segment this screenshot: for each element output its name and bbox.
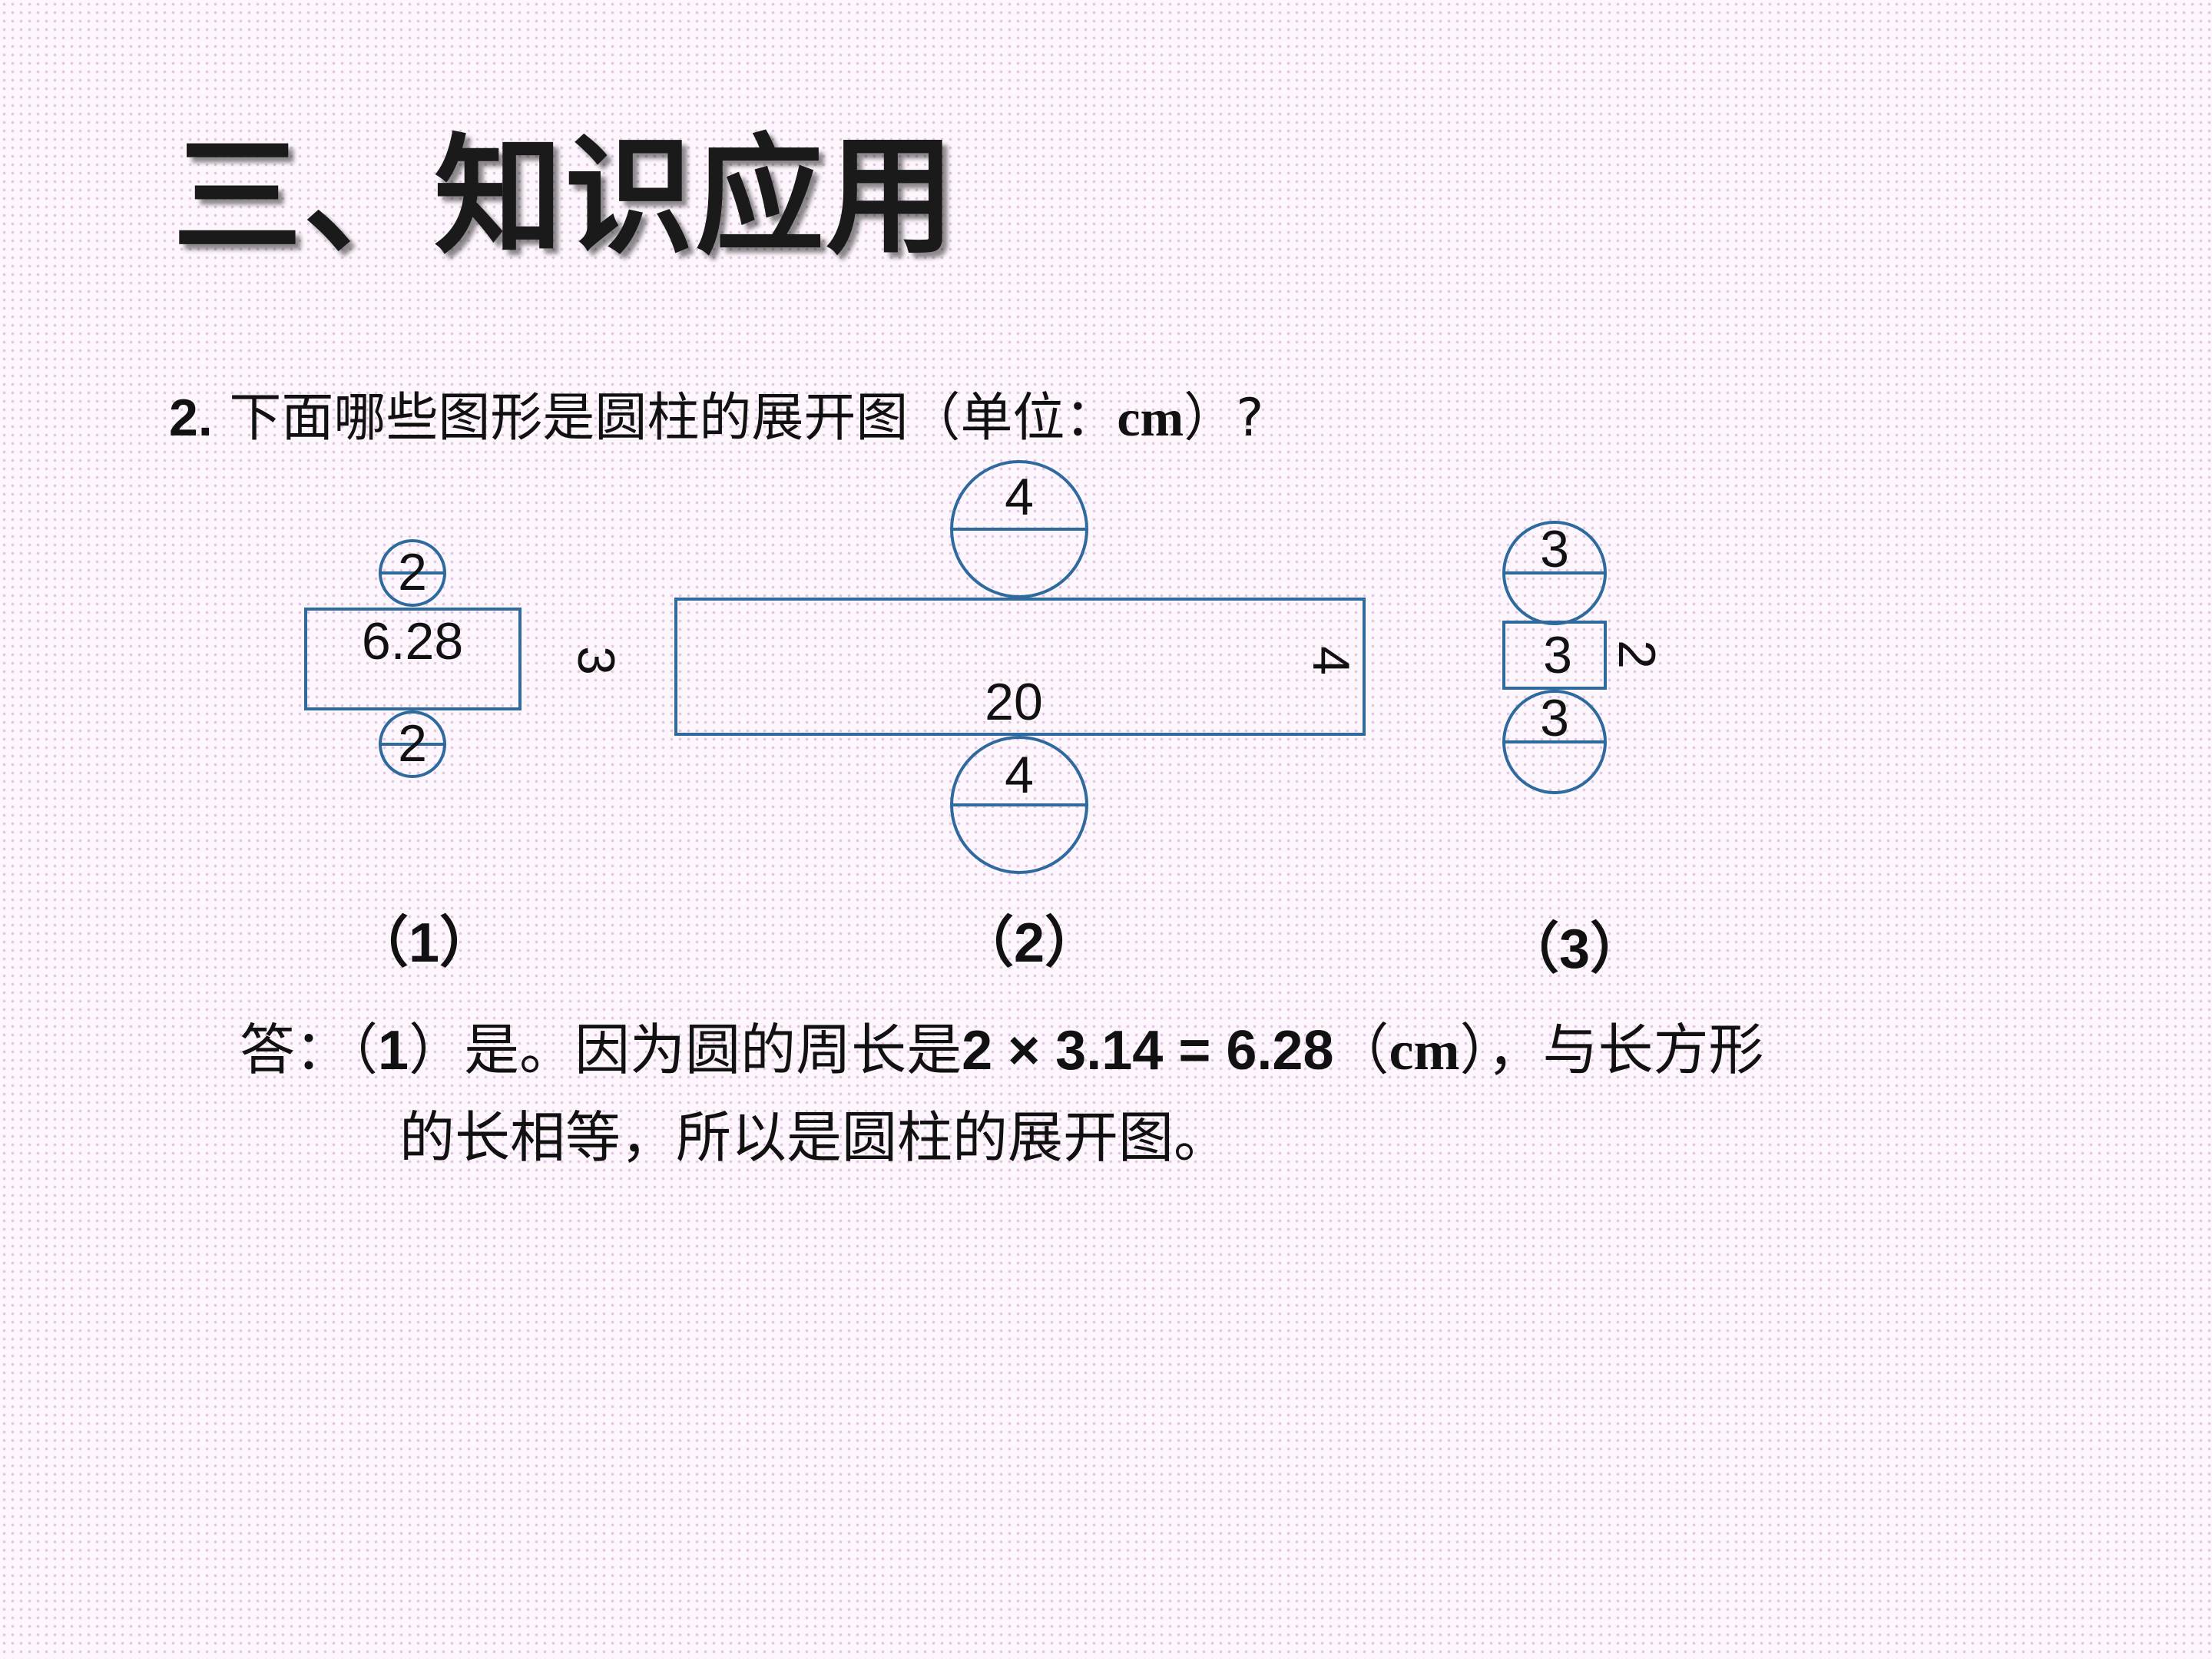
- figure-1-caption: （1）: [353, 912, 495, 974]
- answer-unit: cm: [1389, 1020, 1460, 1081]
- figure-2-top-circle-label: 4: [1005, 468, 1034, 526]
- figure-1-rect-label: 6.28: [362, 612, 463, 671]
- figure-2-side-label: 4: [1302, 646, 1360, 675]
- answer-formula: 2 × 3.14 = 6.28: [962, 1020, 1334, 1081]
- answer-middle: ）是。因为圆的周长是: [409, 1018, 962, 1082]
- figure-1-bottom-circle-label: 2: [398, 714, 427, 773]
- answer-line-2: 的长相等，所以是圆柱的展开图。: [399, 1105, 1230, 1170]
- question-unit: cm: [1117, 389, 1184, 447]
- figure-1-net: [304, 539, 522, 778]
- figure-3-rectangle: [1502, 621, 1607, 690]
- question-number: 2.: [169, 389, 213, 447]
- figure-3-side-label: 2: [1608, 640, 1666, 669]
- slide-title: 三、知识应用: [173, 120, 956, 272]
- question-end: ）?: [1184, 388, 1264, 449]
- figure-3-caption: （3）: [1504, 919, 1646, 980]
- figure-3-net: [1502, 521, 1607, 794]
- question-body: 下面哪些图形是圆柱的展开图（单位：: [229, 388, 1118, 449]
- figure-2-net: [674, 460, 1366, 874]
- figure-2-bottom-circle-label: 4: [1005, 746, 1034, 804]
- answer-item-number: 1: [378, 1020, 409, 1081]
- figure-3-rect-label: 3: [1543, 626, 1572, 684]
- figure-2-rect-label: 20: [985, 673, 1043, 731]
- answer-line-1: 答：（1）是。因为圆的周长是2 × 3.14 = 6.28（cm），与长方形: [240, 1005, 1763, 1085]
- figure-3-top-circle-label: 3: [1540, 520, 1569, 578]
- answer-tail: ），与长方形: [1459, 1018, 1764, 1082]
- figure-1-side-label: 3: [567, 646, 625, 675]
- answer-prefix: 答：（: [240, 1018, 379, 1082]
- figure-3-bottom-circle-label: 3: [1540, 689, 1569, 747]
- figure-1-rectangle: [304, 608, 522, 710]
- figure-2-rectangle: [674, 598, 1366, 736]
- figure-1-top-circle-label: 2: [398, 543, 427, 601]
- figure-2-caption: （2）: [959, 912, 1101, 974]
- question-text: 2. 下面哪些图形是圆柱的展开图（单位：cm）?: [169, 375, 1263, 451]
- answer-open-paren: （: [1333, 1018, 1389, 1082]
